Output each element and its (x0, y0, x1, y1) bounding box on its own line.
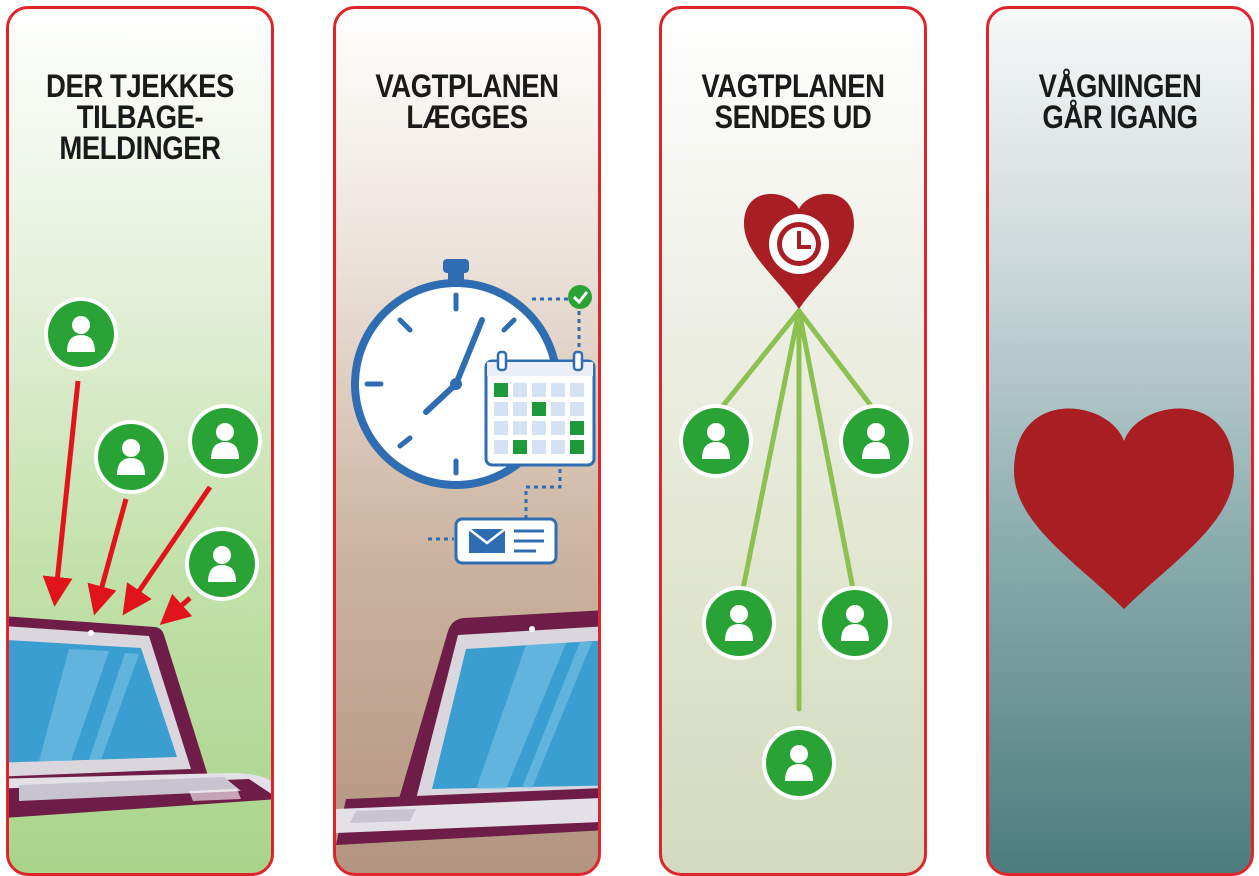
title-line-1: DER TJEKKES (46, 68, 234, 104)
calendar-cell (532, 383, 546, 397)
person-icon (762, 726, 836, 800)
arrow-1 (42, 380, 81, 607)
heart-clock-icon (744, 193, 854, 309)
title-line-1: VÅGNINGEN (1038, 68, 1202, 104)
person-icon (818, 586, 892, 660)
person-icon (702, 586, 776, 660)
calendar-cell (570, 421, 584, 435)
calendar-cell (570, 383, 584, 397)
calendar-cell (494, 402, 508, 416)
calendar-cell (513, 421, 527, 435)
calendar-cell (532, 440, 546, 454)
illustration-schedule (336, 259, 598, 845)
illustration-responses (9, 297, 271, 818)
panel-title: DER TJEKKES TILBAGE- MELDINGER (27, 68, 252, 166)
calendar-cell (551, 402, 565, 416)
title-line-2: SENDES UD (714, 99, 872, 135)
illustration-distribution (679, 193, 913, 800)
panel-schedule-sent: VAGTPLANEN SENDES UD (659, 6, 927, 876)
calendar-cell (494, 421, 508, 435)
calendar-cell (551, 421, 565, 435)
person-icon (188, 404, 262, 478)
arrow-2 (87, 498, 129, 616)
title-line-2: TILBAGE- (76, 99, 204, 135)
arrow-4 (159, 593, 193, 626)
title-line-1: VAGTPLANEN (375, 68, 559, 104)
calendar-cell (513, 402, 527, 416)
person-icon (44, 297, 118, 371)
calendar-cell (532, 402, 546, 416)
calendar-cell (532, 421, 546, 435)
calendar-cell (513, 383, 527, 397)
arrow-3 (122, 485, 213, 616)
title-line-2: GÅR IGANG (1042, 99, 1198, 135)
email-icon (454, 517, 558, 565)
check-icon (568, 285, 592, 309)
heart-icon (1014, 408, 1234, 609)
panel-title: VÅGNINGEN GÅR IGANG (1007, 68, 1232, 135)
person-icon (94, 420, 168, 494)
panel-watch-begins: VÅGNINGEN GÅR IGANG (986, 6, 1254, 876)
panel-title: VAGTPLANEN SENDES UD (680, 68, 905, 135)
calendar-cell (551, 383, 565, 397)
calendar-cell (494, 440, 508, 454)
illustration-heart (1014, 408, 1234, 609)
title-line-3: MELDINGER (59, 130, 221, 166)
panel-schedule-made: VAGTPLANEN LÆGGES (333, 6, 601, 876)
laptop-icon (9, 616, 271, 818)
title-line-1: VAGTPLANEN (701, 68, 885, 104)
calendar-cell (570, 402, 584, 416)
calendar-cell (551, 440, 565, 454)
laptop-icon (336, 610, 598, 845)
calendar-cell (513, 440, 527, 454)
calendar-cell (494, 383, 508, 397)
calendar-cell (570, 440, 584, 454)
person-icon (679, 404, 753, 478)
title-line-2: LÆGGES (406, 99, 528, 135)
person-icon (185, 527, 259, 601)
panel-title: VAGTPLANEN LÆGGES (354, 68, 579, 135)
panel-check-responses: DER TJEKKES TILBAGE- MELDINGER (6, 6, 274, 876)
person-icon (839, 404, 913, 478)
